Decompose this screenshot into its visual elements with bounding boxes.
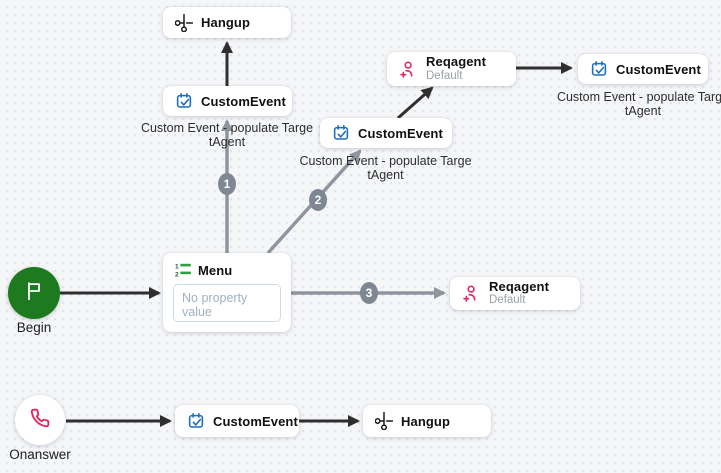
edge-badge-2[interactable]: 2 [309,189,327,211]
node-title: Hangup [401,413,450,429]
calendar-check-icon [187,412,205,430]
node-title: CustomEvent [616,61,701,77]
calendar-check-icon [175,92,193,110]
edge-badge-1[interactable]: 1 [218,173,236,195]
node-title: Menu [198,262,233,278]
ordered-list-icon [175,262,191,278]
node-title: Hangup [201,15,250,30]
node-customevent-mid[interactable]: CustomEvent [320,118,452,148]
node-subtitle: Default [426,69,463,82]
edge-badge-3[interactable]: 3 [360,282,378,304]
node-hangup-top[interactable]: Hangup [163,7,291,38]
scissors-icon [175,14,193,32]
person-plus-icon [462,284,481,303]
node-menu[interactable]: Menu [163,253,291,332]
node-onanswer-label: Onanswer [9,447,71,462]
node-title: Reqagent [426,54,487,70]
node-hangup-bottom[interactable]: Hangup [363,405,491,437]
phone-icon [30,408,50,433]
node-title: CustomEvent [201,93,286,109]
node-reqagent-top[interactable]: Reqagent Default [387,52,516,86]
edge-customevent-mid-to-reqagent[interactable] [397,86,434,120]
node-begin-label: Begin [16,320,52,335]
node-title: CustomEvent [213,413,298,429]
node-customevent-right[interactable]: CustomEvent [578,54,708,84]
node-caption-customevent-top: Custom Event - populate Targe tAgent [140,121,314,150]
scissors-icon [375,412,393,430]
calendar-check-icon [590,60,608,78]
person-plus-icon [399,60,418,79]
menu-property-input[interactable] [173,284,281,322]
flag-icon [23,280,45,307]
node-onanswer[interactable] [15,395,65,445]
node-title: Reqagent [489,278,550,294]
node-customevent-bottom[interactable]: CustomEvent [175,405,299,437]
node-caption-customevent-right: Custom Event - populate Targe tAgent [556,90,721,119]
node-customevent-top[interactable]: CustomEvent [163,86,292,116]
node-caption-customevent-mid: Custom Event - populate Targe tAgent [299,154,472,183]
node-title: CustomEvent [358,125,443,141]
calendar-check-icon [332,124,350,142]
node-reqagent-mid[interactable]: Reqagent Default [450,277,580,310]
node-subtitle: Default [489,294,526,307]
node-begin[interactable] [8,267,60,319]
